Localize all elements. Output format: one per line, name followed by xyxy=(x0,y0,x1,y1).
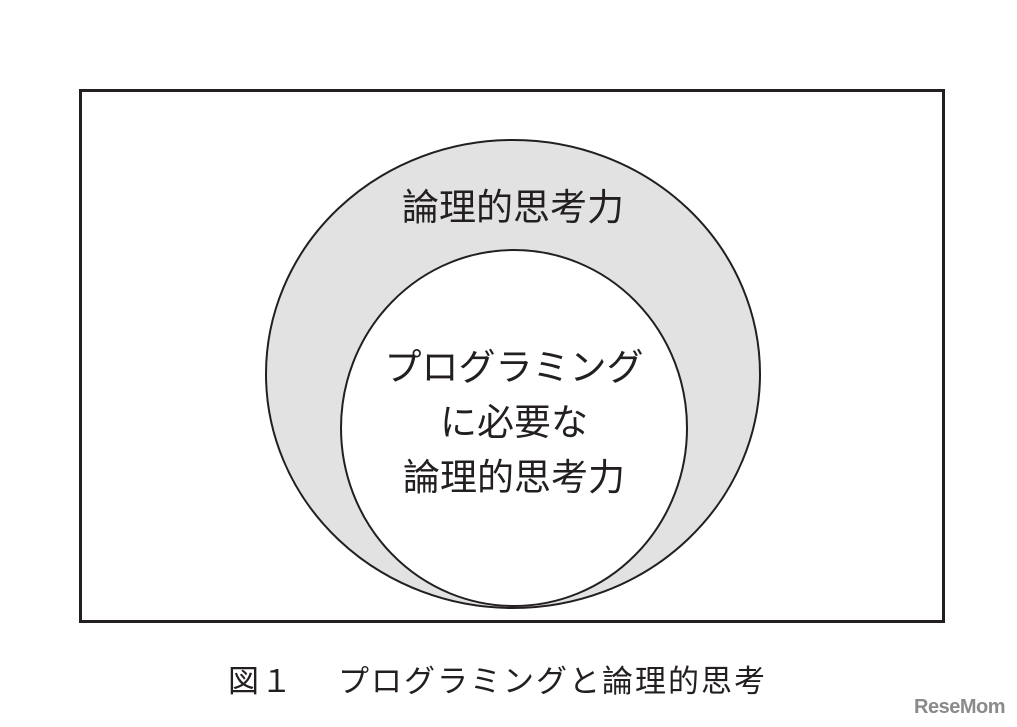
inner-circle-label: プログラミング に必要な 論理的思考力 xyxy=(330,340,698,505)
figure-caption: 図１ プログラミングと論理的思考 xyxy=(228,656,767,701)
figure-number: 図１ xyxy=(228,664,294,700)
diagram-frame xyxy=(79,89,945,623)
figure-title: プログラミングと論理的思考 xyxy=(338,664,767,700)
outer-circle-label: 論理的思考力 xyxy=(402,186,624,229)
inner-label-line-3: 論理的思考力 xyxy=(403,456,625,499)
inner-label-line-2: に必要な xyxy=(440,401,588,444)
inner-label-line-1: プログラミング xyxy=(384,346,644,389)
inner-circle xyxy=(340,249,688,607)
watermark-logo: ReseMom xyxy=(914,696,1005,718)
